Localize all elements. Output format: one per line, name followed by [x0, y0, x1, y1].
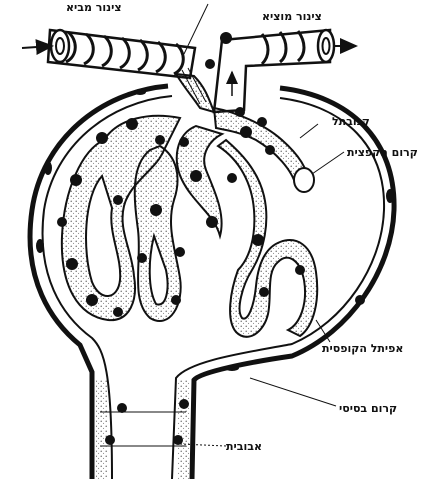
- label-basement-membrane: קרום בסיסי: [339, 403, 397, 415]
- afferent-stem: [176, 74, 214, 112]
- label-capillary-wall: קרום הקפצית: [347, 147, 418, 159]
- label-afferent-arteriole: צינור מביא: [66, 2, 122, 14]
- label-capillary: קנובתל: [332, 116, 370, 128]
- afferent-arteriole: [22, 30, 195, 78]
- label-tubule-cell: אבובית: [226, 441, 262, 453]
- label-efferent-arteriole: צינור מוציא: [262, 11, 322, 23]
- label-capsule-epithelium: אפיתל הקופסית: [322, 343, 403, 355]
